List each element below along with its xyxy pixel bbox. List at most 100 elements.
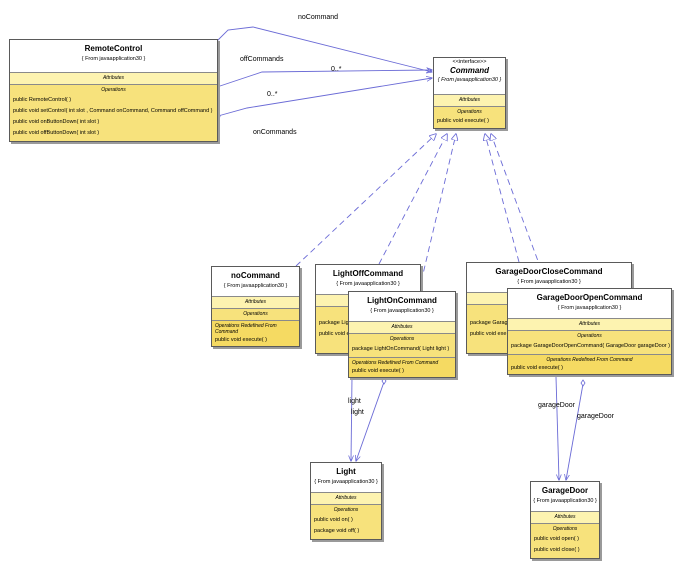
operation: package Light xyxy=(319,320,354,326)
attributes-section: Attributes xyxy=(10,73,217,85)
class-header: RemoteControl { From javaapplication30 } xyxy=(10,40,217,73)
realization-lightoffcommand xyxy=(378,134,447,265)
operations-section: Operations public void open( ) public vo… xyxy=(531,524,599,558)
class-remotecontrol[interactable]: RemoteControl { From javaapplication30 }… xyxy=(9,39,218,142)
garagedoor-role-label: garageDoor xyxy=(538,402,575,409)
operation: public void exe xyxy=(470,331,507,337)
class-garagedooropencommand[interactable]: GarageDoorOpenCommand { From javaapplica… xyxy=(507,288,672,375)
operation: public void e xyxy=(319,331,350,337)
no-command-role-label: noCommand xyxy=(298,14,339,21)
operations-label: Operations xyxy=(101,87,126,93)
attributes-section: Attributes xyxy=(434,95,505,107)
class-name: Command xyxy=(449,66,490,75)
class-package: { From javaapplication30 } xyxy=(314,479,378,485)
class-name: Light xyxy=(336,467,356,476)
attributes-section: Attributes xyxy=(311,493,381,505)
class-lightoncommand[interactable]: LightOnCommand { From javaapplication30 … xyxy=(348,291,456,378)
class-name: RemoteControl xyxy=(84,44,143,53)
class-package: { From javaapplication30 } xyxy=(370,308,434,314)
operations-section: Operations public void on( ) package voi… xyxy=(311,505,381,539)
aggregation-diamond xyxy=(580,379,586,387)
class-package: { From javaapplication30 } xyxy=(437,77,502,83)
redefined-operations-section: Operations Redefined From Command public… xyxy=(212,320,299,346)
class-header: Light { From javaapplication30 } xyxy=(311,463,381,493)
off-commands-association xyxy=(216,70,432,88)
class-name: GarageDoorOpenCommand xyxy=(536,293,643,302)
no-command-association xyxy=(215,26,432,72)
class-header: <<interface>> Command { From javaapplica… xyxy=(434,58,505,95)
redefined-operations-label: Operations Redefined From Command xyxy=(215,323,277,335)
realization-nocommand xyxy=(295,134,436,267)
operation: public void open( ) xyxy=(534,536,579,542)
realization-lightoncommand xyxy=(418,134,456,292)
class-light[interactable]: Light { From javaapplication30 } Attribu… xyxy=(310,462,382,540)
attributes-section: Attributes xyxy=(212,297,299,309)
class-header: GarageDoor { From javaapplication30 } xyxy=(531,482,599,512)
operation: public void on( ) xyxy=(314,517,353,523)
off-commands-multiplicity: 0..* xyxy=(331,66,342,73)
class-package: { From javaapplication30 } xyxy=(517,279,581,285)
garagedoor-association-b xyxy=(566,383,584,480)
operation: public void execute( ) xyxy=(215,337,267,343)
operation: public void offButtonDown( int slot ) xyxy=(13,130,100,136)
operation: public void onButtonDown( int slot ) xyxy=(13,119,100,125)
redefined-operations-label: Operations Redefined From Command xyxy=(546,357,633,363)
operations-section: Operations xyxy=(212,309,299,320)
operation: package LightOnCommand( Light light ) xyxy=(352,346,450,352)
operations-label: Operations xyxy=(389,336,415,342)
operations-label: Operations xyxy=(457,109,482,115)
on-commands-role-label: onCommands xyxy=(253,129,297,136)
operation: package GarageDoorOpenCommand( GarageDoo… xyxy=(511,343,670,349)
class-name: GarageDoorCloseCommand xyxy=(495,267,603,276)
operations-section: Operations public void execute( ) xyxy=(434,107,505,128)
operation: public void close( ) xyxy=(534,547,580,553)
class-name: GarageDoor xyxy=(541,486,589,495)
redefined-operations-section: Operations Redefined From Command public… xyxy=(508,354,671,374)
realization-garagedoorclosecommand xyxy=(485,134,520,263)
operations-label: Operations xyxy=(333,507,359,513)
class-header: LightOffCommand { From javaapplication30… xyxy=(316,265,420,295)
realization-garagedooropencommand xyxy=(491,134,549,289)
operations-section: Operations package GarageDoorOpenCommand… xyxy=(508,331,671,354)
operations-section: Operations public RemoteControl( ) publi… xyxy=(10,85,217,141)
operation: public RemoteControl( ) xyxy=(13,97,72,103)
attributes-section: Attributes xyxy=(531,512,599,524)
operations-label: Operations xyxy=(243,311,268,317)
operation: package void off( ) xyxy=(314,528,360,534)
class-name: LightOffCommand xyxy=(332,269,404,278)
class-package: { From javaapplication30 } xyxy=(336,281,400,287)
operation: public void execute( ) xyxy=(352,368,404,374)
light-role-label: light xyxy=(351,409,364,416)
class-package: { From javaapplication30 } xyxy=(533,498,597,504)
operation: public void execute( ) xyxy=(511,365,563,371)
attributes-section: Attributes xyxy=(508,319,671,331)
class-garagedoor[interactable]: GarageDoor { From javaapplication30 } At… xyxy=(530,481,600,559)
redefined-operations-section: Operations Redefined From Command public… xyxy=(349,357,455,377)
light-association-a xyxy=(351,376,352,461)
class-header: LightOnCommand { From javaapplication30 … xyxy=(349,292,455,322)
class-name: noCommand xyxy=(231,271,280,280)
class-stereotype: <<interface>> xyxy=(452,59,487,65)
class-command[interactable]: <<interface>> Command { From javaapplica… xyxy=(433,57,506,129)
class-nocommand[interactable]: noCommand { From javaapplication30 } Att… xyxy=(211,266,300,347)
aggregation-diamond xyxy=(381,377,387,385)
redefined-operations-label: Operations Redefined From Command xyxy=(352,360,439,366)
class-name: LightOnCommand xyxy=(367,296,437,305)
class-package: { From javaapplication30 } xyxy=(557,305,622,311)
operations-label: Operations xyxy=(552,526,578,532)
garagedoor-association-a xyxy=(555,376,559,480)
class-header: noCommand { From javaapplication30 } xyxy=(212,267,299,297)
operations-section: Operations package LightOnCommand( Light… xyxy=(349,334,455,357)
class-header: GarageDoorOpenCommand { From javaapplica… xyxy=(508,289,671,319)
operation: public void setControl( int slot , Comma… xyxy=(13,108,213,114)
attributes-section: Attributes xyxy=(349,322,455,334)
on-commands-multiplicity: 0..* xyxy=(267,91,278,98)
light-association-b xyxy=(356,381,385,461)
operation: package Garage xyxy=(470,320,511,326)
class-package: { From javaapplication30 } xyxy=(81,56,146,62)
operation: public void execute( ) xyxy=(437,118,489,124)
operations-label: Operations xyxy=(577,333,602,339)
light-role-label: light xyxy=(348,398,361,405)
garagedoor-role-label: garageDoor xyxy=(577,413,614,420)
